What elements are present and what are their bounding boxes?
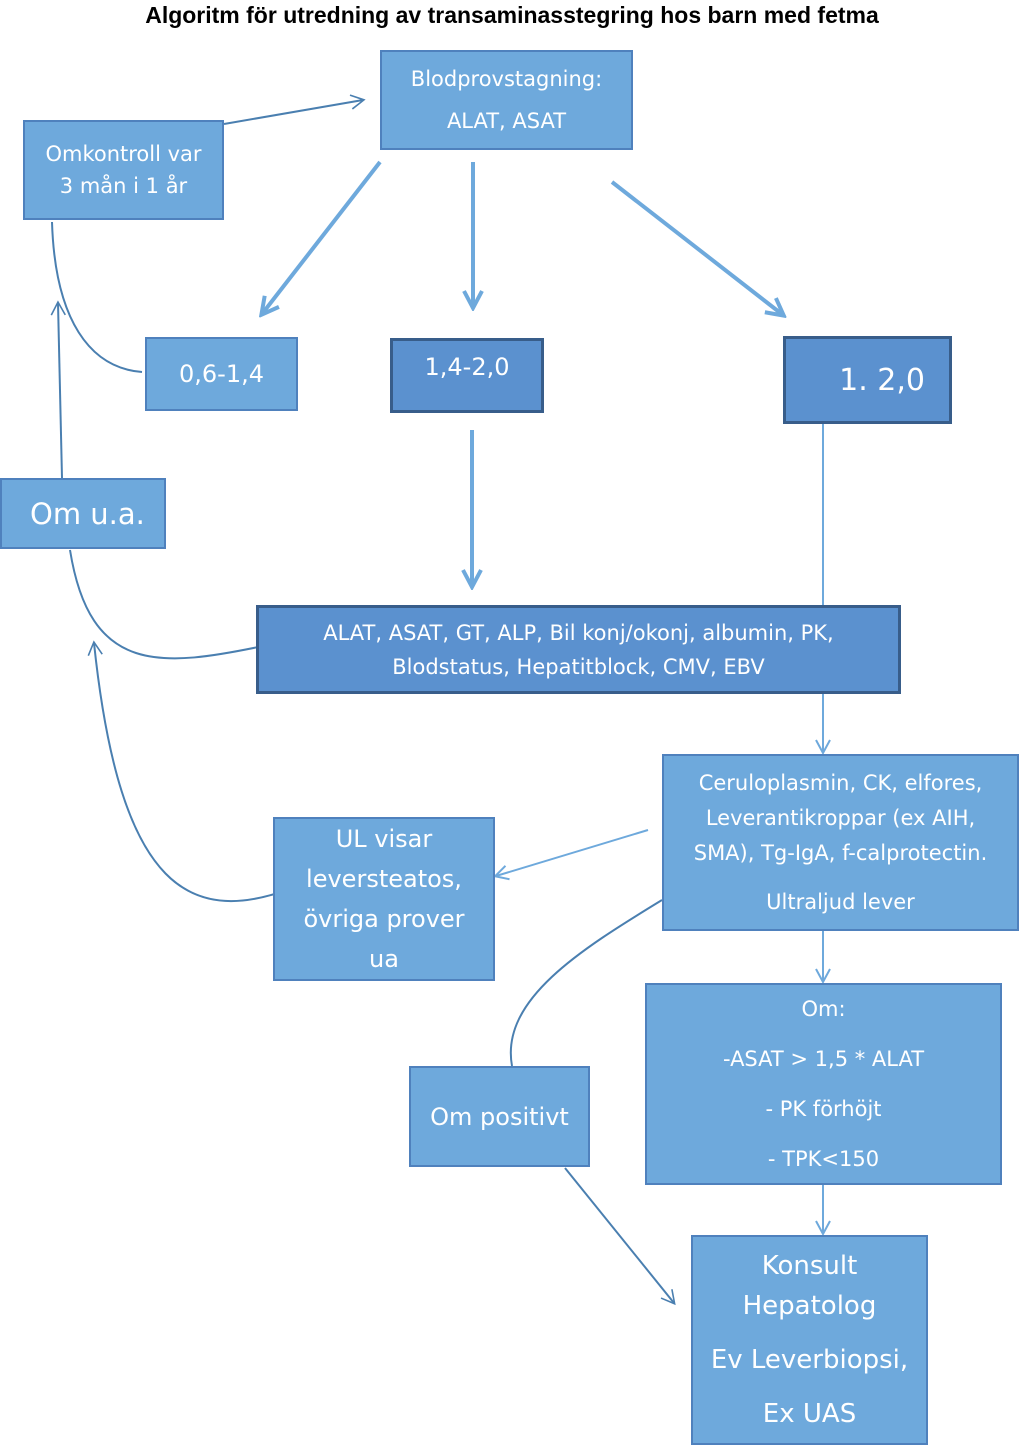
tests-panel-2-line-4: Ultraljud lever xyxy=(766,889,915,914)
criteria-box: Om: -ASAT > 1,5 * ALAT - PK förhöjt - TP… xyxy=(645,983,1002,1185)
range-high-box: 1. 2,0 xyxy=(783,336,952,424)
criteria-line-3: - PK förhöjt xyxy=(765,1097,882,1121)
consult-line-4: Ex UAS xyxy=(762,1399,857,1429)
diagram-title: Algoritm för utredning av transaminasste… xyxy=(145,2,879,28)
range-low-label: 0,6-1,4 xyxy=(179,360,264,388)
ultrasound-line-1: UL visar xyxy=(335,825,433,853)
normal-result-box: Om u.a. xyxy=(0,478,166,549)
ultrasound-steatosis-box: UL visar leversteatos, övriga prover ua xyxy=(273,817,495,981)
arrow-tests2-to-ultrasound xyxy=(496,829,649,876)
ultrasound-line-4: ua xyxy=(369,945,399,973)
curve-low-to-recheck xyxy=(51,221,143,373)
consult-line-2: Hepatolog xyxy=(742,1291,877,1321)
tests-panel-2-line-2: Leverantikroppar (ex AIH, xyxy=(705,805,976,830)
tests-panel-1-line-2: Blodstatus, Hepatitblock, CMV, EBV xyxy=(392,654,765,679)
consult-line-1: Konsult xyxy=(761,1251,858,1281)
arrow-blood-to-low xyxy=(262,160,382,314)
blood-sampling-tests: ALAT, ASAT xyxy=(446,109,567,133)
tests-panel-2-box: Ceruloplasmin, CK, elfores, Leverantikro… xyxy=(662,754,1019,931)
range-mid-box: 1,4-2,0 xyxy=(390,338,544,413)
curve-tests2-to-positive xyxy=(509,899,663,1067)
arrow-blood-to-high xyxy=(610,180,783,315)
criteria-line-2: -ASAT > 1,5 * ALAT xyxy=(722,1047,925,1071)
arrow-positive-to-consult xyxy=(564,1167,676,1306)
tests-panel-2-line-1: Ceruloplasmin, CK, elfores, xyxy=(698,770,983,795)
criteria-line-4: - TPK<150 xyxy=(767,1147,880,1171)
tests-panel-1-line-1: ALAT, ASAT, GT, ALP, Bil konj/okonj, alb… xyxy=(323,620,834,645)
positive-result-box: Om positivt xyxy=(409,1066,590,1167)
arrow-normal-to-recheck xyxy=(50,300,66,479)
arrow-ultrasound-to-normal xyxy=(87,640,301,903)
recheck-box: Omkontroll var 3 mån i 1 år xyxy=(23,120,224,220)
ultrasound-line-3: övriga prover xyxy=(303,905,465,933)
positive-result-label: Om positivt xyxy=(430,1102,569,1131)
curve-tests1-to-normal xyxy=(69,549,269,660)
normal-result-label: Om u.a. xyxy=(30,496,145,531)
criteria-line-1: Om: xyxy=(801,997,846,1021)
range-mid-label: 1,4-2,0 xyxy=(424,353,510,381)
consult-hepatologist-box: Konsult Hepatolog Ev Leverbiopsi, Ex UAS xyxy=(691,1235,928,1445)
ultrasound-line-2: leversteatos, xyxy=(306,865,462,893)
blood-sampling-box: Blodprovstagning: ALAT, ASAT xyxy=(380,50,633,150)
recheck-line-2: 3 mån i 1 år xyxy=(59,174,188,198)
consult-line-3: Ev Leverbiopsi, xyxy=(710,1345,909,1375)
tests-panel-2-line-3: SMA), Tg-IgA, f-calprotectin. xyxy=(693,840,988,865)
range-high-label: 1. 2,0 xyxy=(839,362,925,398)
range-low-box: 0,6-1,4 xyxy=(145,337,298,411)
recheck-line-1: Omkontroll var xyxy=(45,142,202,166)
tests-panel-1-box: ALAT, ASAT, GT, ALP, Bil konj/okonj, alb… xyxy=(256,605,901,694)
arrow-recheck-to-blood xyxy=(223,94,366,125)
blood-sampling-label: Blodprovstagning: xyxy=(410,67,603,91)
